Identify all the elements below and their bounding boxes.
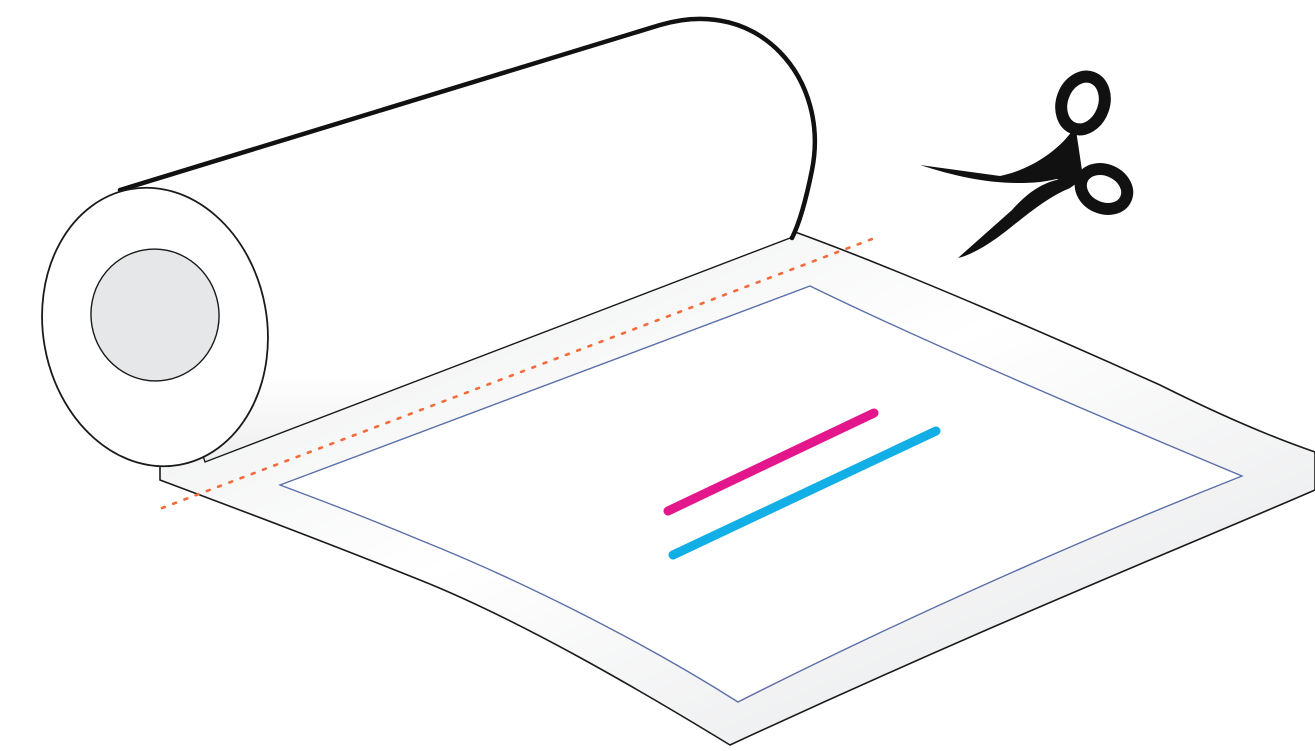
scissors-icon <box>920 70 1134 258</box>
print-area-border <box>278 285 1244 703</box>
cyan-strip <box>668 426 941 560</box>
roll-top-edge <box>117 16 818 241</box>
magenta-strip <box>663 408 879 516</box>
cut-line <box>160 234 882 510</box>
roll-core <box>90 248 220 382</box>
